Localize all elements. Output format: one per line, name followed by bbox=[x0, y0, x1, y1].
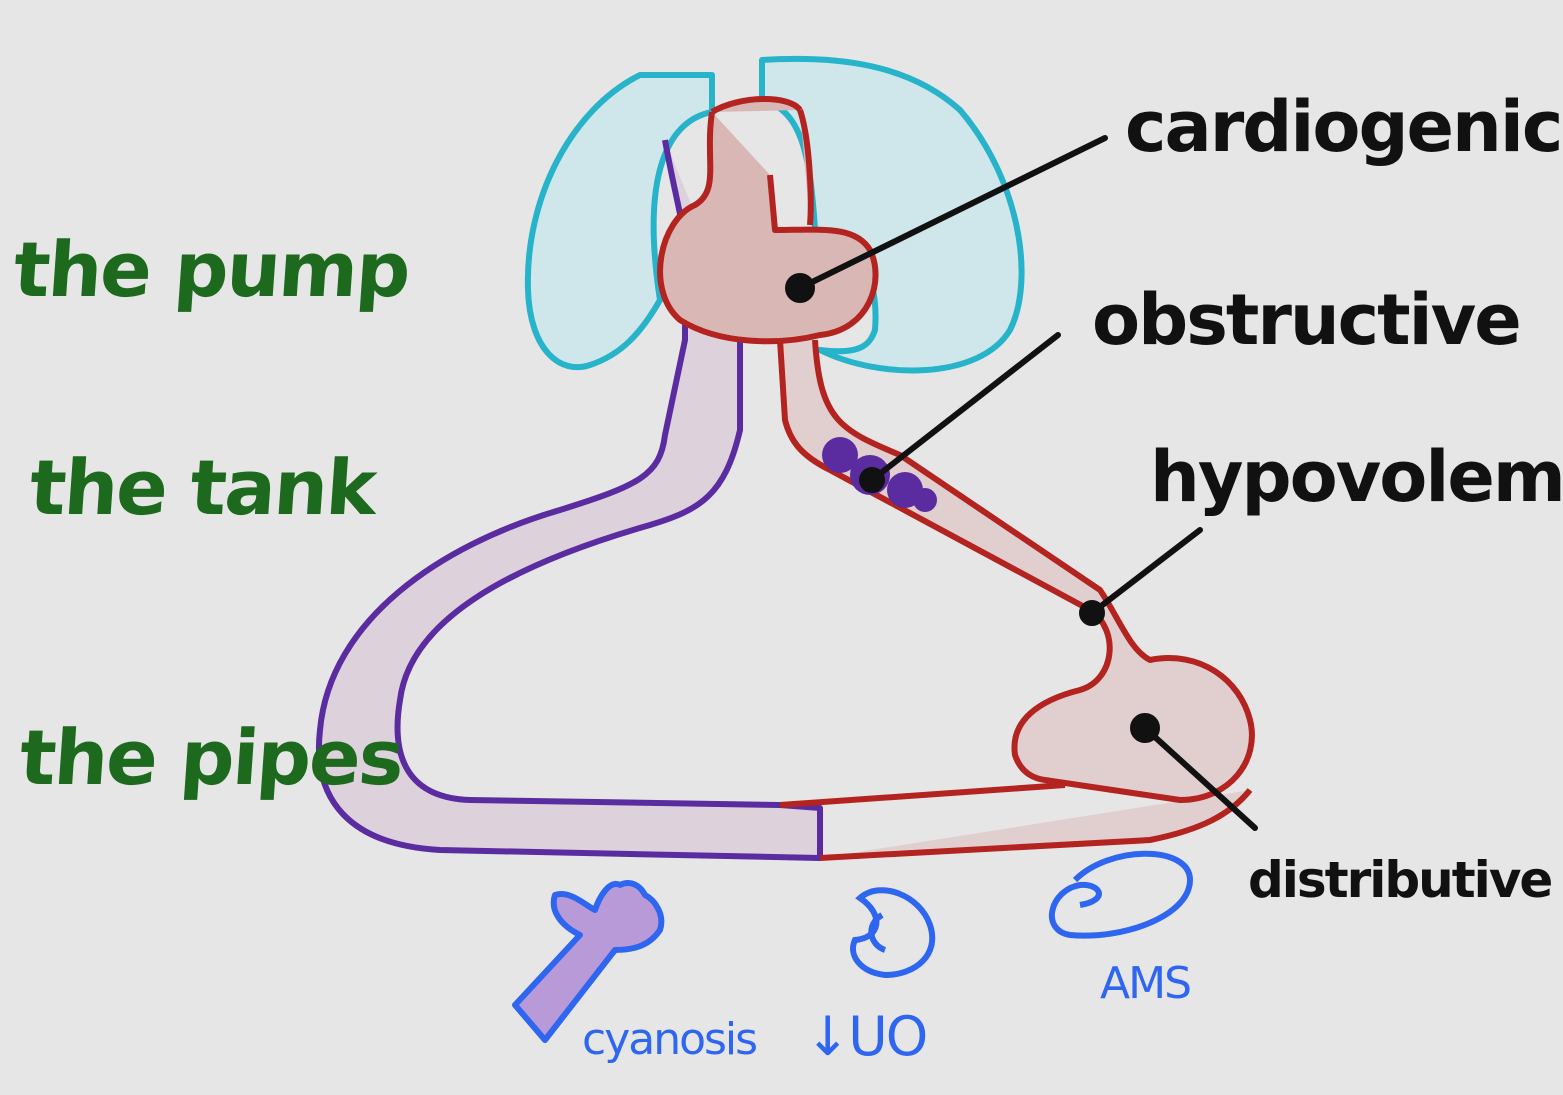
label-ams: AMS bbox=[1100, 962, 1190, 1006]
label-the-pump: the pump bbox=[11, 232, 411, 308]
label-obstructive: obstructive bbox=[1092, 285, 1520, 355]
brain-icon bbox=[1052, 854, 1190, 936]
label-cardiogenic: cardiogenic bbox=[1125, 92, 1561, 162]
label-hypovolemic: hypovolemic bbox=[1150, 442, 1563, 512]
label-the-pipes: the pipes bbox=[17, 720, 404, 796]
label-distributive: distributive bbox=[1248, 855, 1551, 905]
kidney-icon bbox=[853, 890, 932, 975]
label-low-urine-output: ↓UO bbox=[805, 1010, 926, 1064]
artery-pipe bbox=[780, 340, 1252, 858]
label-the-tank: the tank bbox=[27, 450, 377, 526]
label-cyanosis: cyanosis bbox=[582, 1018, 756, 1062]
hypovolemic-pointer bbox=[1092, 530, 1200, 613]
